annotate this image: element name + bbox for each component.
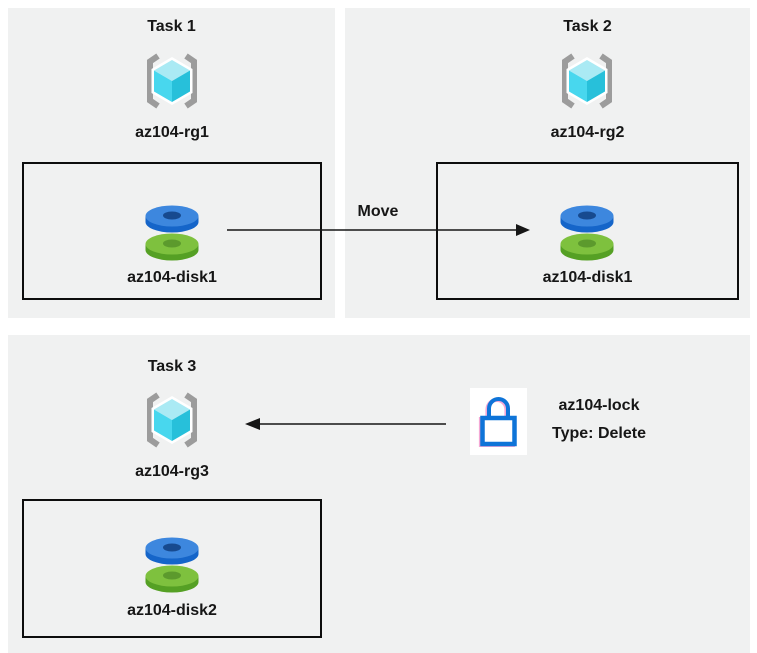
disk-icon	[145, 537, 199, 593]
resource-group-label: az104-rg2	[550, 124, 625, 141]
disk-label: az104-disk1	[127, 269, 217, 286]
disk-icon	[560, 205, 614, 261]
lock-name-label: az104-lock	[558, 397, 640, 414]
task2-disk-box	[436, 162, 739, 300]
task1-disk-box	[22, 162, 322, 300]
padlock-icon	[478, 397, 517, 447]
task1-title: Task 1	[147, 18, 196, 35]
resource-group-icon	[555, 53, 619, 109]
lock-text-block: az104-lock Type: Delete	[529, 392, 669, 448]
task1-panel: Task 1 az104-rg1 az104-disk1	[8, 8, 335, 318]
disk-label: az104-disk2	[127, 602, 217, 619]
task2-panel: Task 2 az104-rg2 az104-disk1	[345, 8, 750, 318]
resource-group-icon	[140, 53, 204, 109]
lock-type-label: Type: Delete	[552, 425, 646, 442]
move-arrow	[227, 224, 530, 236]
disk-icon	[145, 205, 199, 261]
task3-panel: Task 3 az104-rg3 az104-disk2	[8, 335, 750, 653]
move-arrow-label: Move	[357, 203, 399, 220]
resource-group-label: az104-rg3	[135, 463, 209, 480]
task3-title: Task 3	[147, 358, 197, 375]
lock-card	[470, 388, 527, 455]
task3-disk-box	[22, 499, 322, 638]
resource-group-label: az104-rg1	[135, 124, 209, 141]
task2-title: Task 2	[563, 18, 612, 35]
lock-arrow	[245, 418, 446, 430]
disk-label: az104-disk1	[542, 269, 633, 286]
resource-group-icon	[140, 392, 204, 448]
